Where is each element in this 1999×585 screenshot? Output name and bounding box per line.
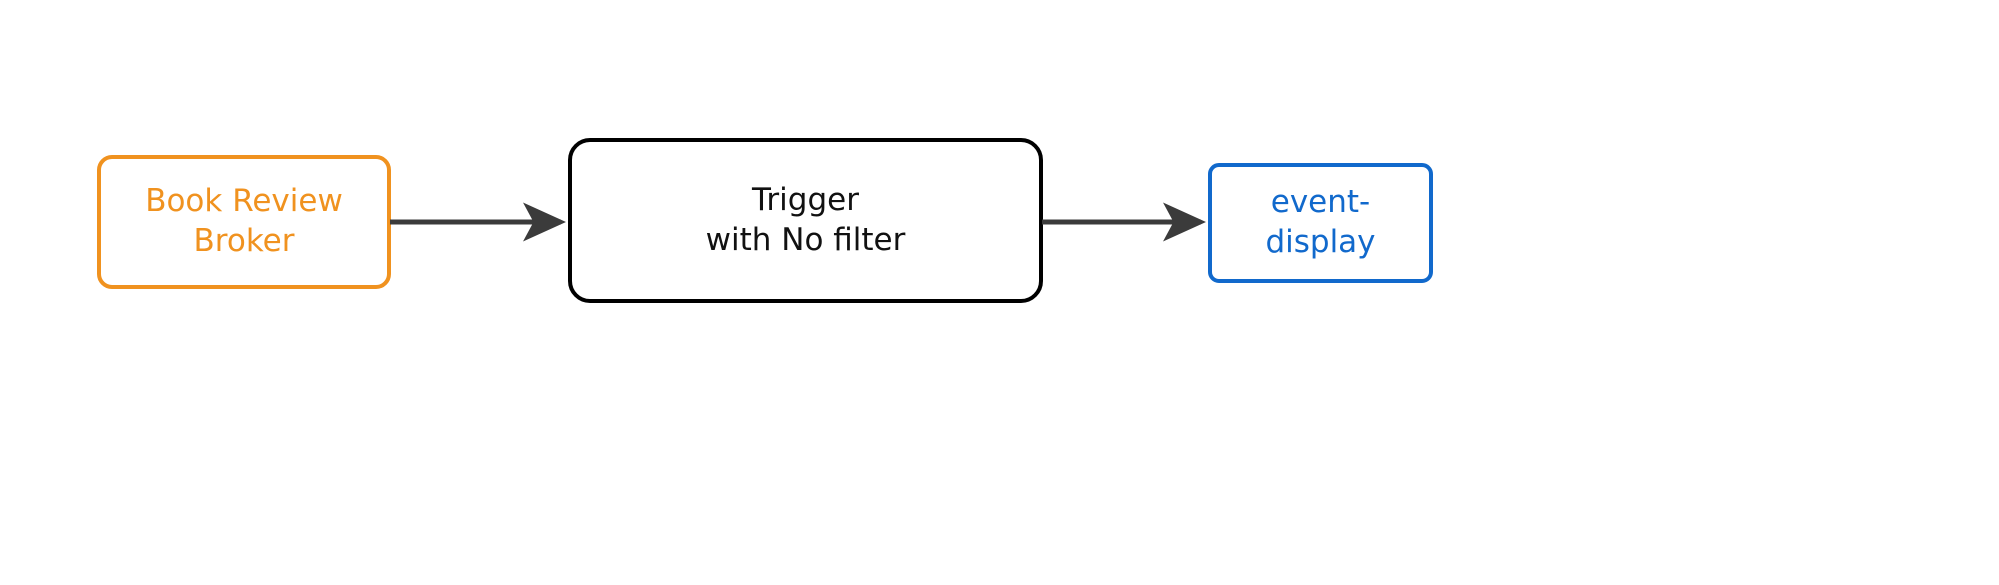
node-event-display-label: event-display xyxy=(1265,184,1376,260)
node-trigger[interactable]: Trigger with No filter xyxy=(568,138,1043,303)
edge-broker-to-trigger xyxy=(390,202,567,242)
node-book-review-broker[interactable]: Book Review Broker xyxy=(97,155,391,289)
edge-trigger-to-sink xyxy=(1042,202,1207,242)
node-book-review-broker-label: Book Review Broker xyxy=(145,183,343,259)
node-event-display[interactable]: event-display xyxy=(1208,163,1433,283)
node-trigger-label: Trigger with No filter xyxy=(705,181,906,258)
